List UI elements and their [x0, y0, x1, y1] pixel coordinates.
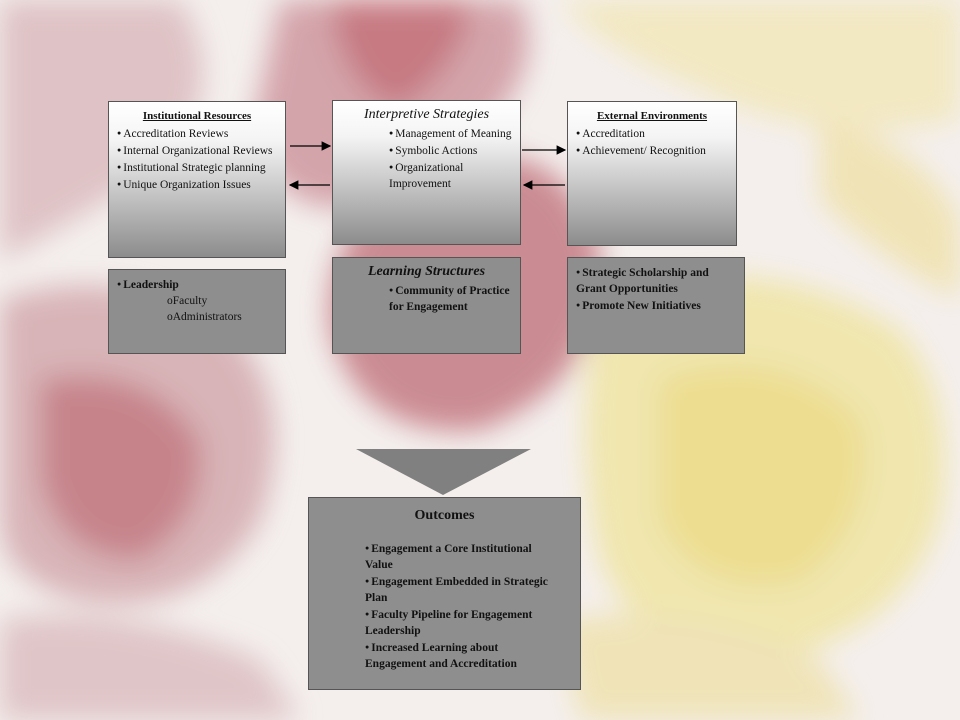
- list-item: Internal Organizational Reviews: [117, 142, 277, 159]
- leadership-box: Leadership Faculty Administrators: [108, 269, 286, 354]
- list-item: Accreditation Reviews: [117, 125, 277, 142]
- list-item: Engagement a Core Institutional Value: [365, 540, 560, 573]
- list-item: Unique Organization Issues: [117, 176, 277, 193]
- learning-structures-title: Learning Structures: [367, 264, 486, 279]
- interpretive-strategies-box: Interpretive Strategies Management of Me…: [332, 100, 521, 245]
- external-environments-box: External Environments Accreditation Achi…: [567, 101, 737, 246]
- list-item: Faculty Pipeline for Engagement Leadersh…: [365, 606, 560, 639]
- list-item: Increased Learning about Engagement and …: [365, 639, 560, 672]
- list-item: Community of Practice for Engagement: [389, 282, 512, 315]
- list-item: Institutional Strategic planning: [117, 159, 277, 176]
- list-item: Management of Meaning: [389, 125, 512, 142]
- outcomes-box: Outcomes Engagement a Core Institutional…: [308, 497, 581, 690]
- learning-structures-box: Learning Structures Community of Practic…: [332, 257, 521, 354]
- leadership-title: Leadership: [117, 276, 277, 293]
- institutional-resources-box: Institutional Resources Accreditation Re…: [108, 101, 286, 258]
- scholarship-box: Strategic Scholarship and Grant Opportun…: [567, 257, 745, 354]
- list-item: Organizational Improvement: [389, 159, 512, 192]
- list-item: Promote New Initiatives: [576, 297, 736, 314]
- list-item: Engagement Embedded in Strategic Plan: [365, 573, 560, 606]
- list-item: Strategic Scholarship and Grant Opportun…: [576, 264, 736, 297]
- list-item: Administrators: [117, 309, 277, 325]
- list-item: Symbolic Actions: [389, 142, 512, 159]
- institutional-resources-title: Institutional Resources: [142, 110, 252, 122]
- external-environments-title: External Environments: [596, 110, 708, 122]
- list-item: Accreditation: [576, 125, 728, 142]
- outcomes-title: Outcomes: [414, 508, 475, 523]
- interpretive-strategies-title: Interpretive Strategies: [363, 107, 490, 122]
- list-item: Achievement/ Recognition: [576, 142, 728, 159]
- list-item: Faculty: [117, 293, 277, 309]
